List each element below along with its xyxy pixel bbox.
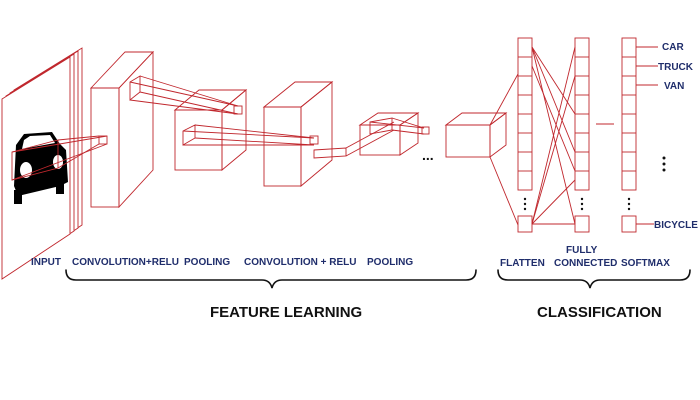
- final-feature-volume: [444, 73, 519, 226]
- stage-label-flatten: FLATTEN: [500, 258, 545, 269]
- output-label-car: CAR: [662, 42, 684, 53]
- stage-label-fully: FULLY: [566, 245, 598, 256]
- group-label-feature-learning: FEATURE LEARNING: [210, 304, 362, 321]
- pool1-volume: [173, 89, 319, 171]
- feature-learning-brace: [65, 269, 477, 289]
- output-labels: CAR TRUCK VAN BICYCLE: [654, 42, 698, 231]
- stage-label-connected: CONNECTED: [554, 258, 617, 269]
- flatten-column: [517, 37, 533, 233]
- conv1-volume: [89, 50, 243, 209]
- stage-label-pool2: POOLING: [367, 257, 413, 268]
- layer-ellipsis: ...: [422, 147, 434, 163]
- output-label-bicycle: BICYCLE: [654, 220, 698, 231]
- stage-label-conv1: CONVOLUTION+RELU: [72, 257, 179, 268]
- pool2-volume: [358, 112, 430, 156]
- fully-connected-column: [574, 37, 590, 233]
- conv2-volume: [262, 81, 395, 187]
- stage-label-softmax: SOFTMAX: [621, 258, 670, 269]
- classification-brace: [497, 269, 691, 289]
- dense-connections: [531, 46, 576, 225]
- stage-label-input: INPUT: [31, 257, 61, 268]
- stage-label-conv2: CONVOLUTION + RELU: [244, 257, 357, 268]
- stage-label-pool1: POOLING: [184, 257, 230, 268]
- stage-labels: INPUT CONVOLUTION+RELU POOLING CONVOLUTI…: [31, 245, 670, 269]
- output-label-van: VAN: [664, 81, 684, 92]
- group-label-classification: CLASSIFICATION: [537, 304, 662, 321]
- output-label-truck: TRUCK: [658, 62, 694, 73]
- softmax-column: [621, 37, 658, 233]
